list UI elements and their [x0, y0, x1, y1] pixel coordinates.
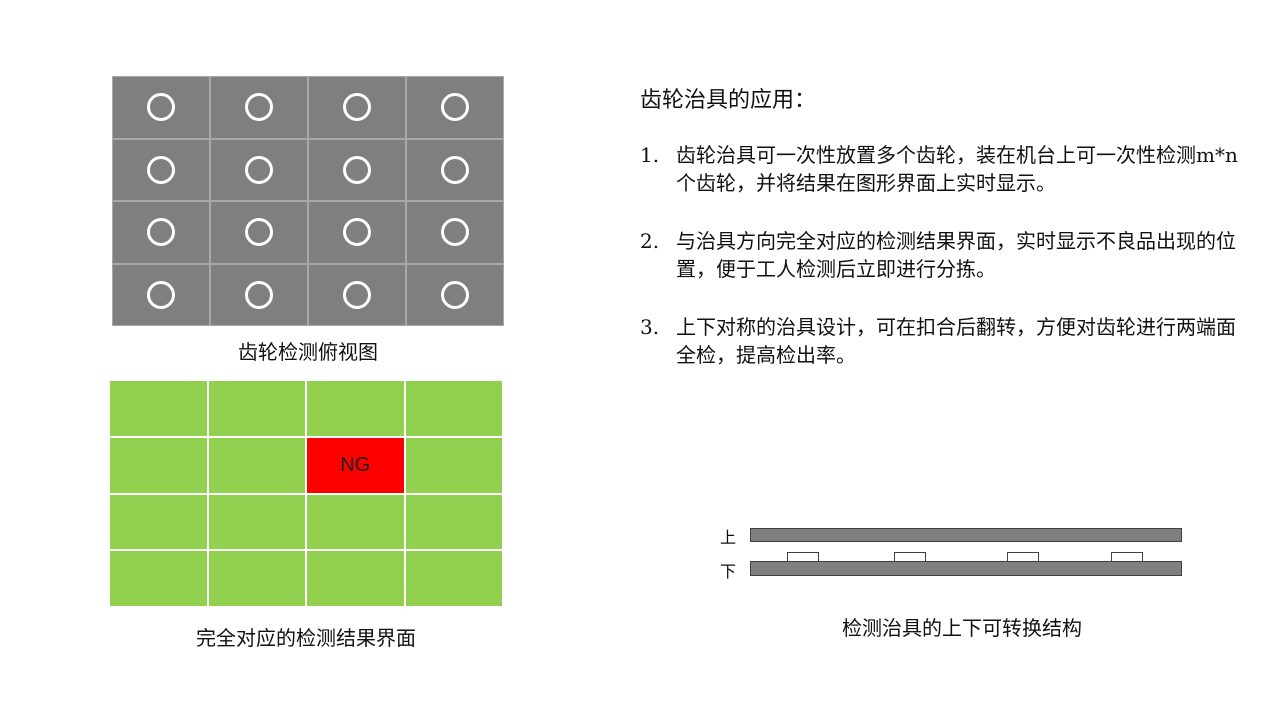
result-cell-ok: [307, 494, 404, 550]
gear-ring-icon: [441, 93, 469, 122]
gear-slot: [112, 76, 210, 139]
result-cell-ok: [307, 551, 404, 606]
gear-slot: [210, 201, 308, 264]
gear-ring-icon: [343, 155, 371, 184]
gear-ring-icon: [147, 155, 175, 184]
gear-slot: [210, 263, 308, 326]
item-text: 与治具方向完全对应的检测结果界面，实时显示不良品出现的位置，便于工人检测后立即进…: [676, 229, 1236, 281]
fixture-tooth: [1007, 552, 1039, 562]
gear-slot: [308, 263, 406, 326]
gear-slot: [210, 76, 308, 139]
result-grid: NG: [110, 381, 502, 606]
result-cell-ok: [110, 381, 207, 436]
gear-ring-icon: [441, 280, 469, 309]
top-view-caption: 齿轮检测俯视图: [238, 340, 378, 364]
gear-ring-icon: [147, 93, 175, 122]
result-cell-ok: [405, 494, 502, 550]
result-caption: 完全对应的检测结果界面: [196, 626, 416, 650]
gear-ring-icon: [441, 218, 469, 247]
gear-ring-icon: [147, 218, 175, 247]
gear-ring-icon: [245, 93, 273, 122]
gear-slot: [210, 138, 308, 201]
upper-label: 上: [720, 528, 737, 547]
lower-fixture-bar: [750, 561, 1182, 576]
gear-ring-icon: [441, 155, 469, 184]
upper-fixture-bar: [750, 528, 1182, 542]
gear-slot: [308, 76, 406, 139]
gear-slot: [406, 263, 504, 326]
list-item: 3. 上下对称的治具设计，可在扣合后翻转，方便对齿轮进行两端面全检，提高检出率。: [640, 313, 1240, 369]
lower-label: 下: [720, 562, 737, 581]
result-cell-ok: [208, 551, 305, 606]
gear-slot: [112, 263, 210, 326]
result-cell-ok: [110, 494, 207, 550]
item-number: 3.: [640, 315, 660, 339]
gear-ring-icon: [343, 218, 371, 247]
item-number: 1.: [640, 143, 660, 167]
gear-ring-icon: [245, 218, 273, 247]
info-title: 齿轮治具的应用：: [640, 88, 817, 113]
fixture-tooth: [894, 552, 926, 562]
list-item: 2. 与治具方向完全对应的检测结果界面，实时显示不良品出现的位置，便于工人检测后…: [640, 227, 1240, 283]
result-cell-ok: [208, 381, 305, 436]
gear-ring-icon: [343, 93, 371, 122]
result-cell-ok: [405, 551, 502, 606]
list-item: 1. 齿轮治具可一次性放置多个齿轮，装在机台上可一次性检测m*n个齿轮，并将结果…: [640, 141, 1240, 197]
fixture-caption: 检测治具的上下可转换结构: [842, 616, 1082, 640]
result-cell-ok: [405, 381, 502, 436]
gear-top-view-grid: [112, 76, 504, 326]
result-cell-ok: [405, 437, 502, 493]
fixture-tooth: [787, 552, 819, 562]
gear-slot: [112, 201, 210, 264]
result-cell-ok: [208, 437, 305, 493]
result-cell-ok: [110, 551, 207, 606]
item-number: 2.: [640, 229, 660, 253]
gear-slot: [112, 138, 210, 201]
result-cell-ok: [208, 494, 305, 550]
result-cell-ok: [307, 381, 404, 436]
item-text: 齿轮治具可一次性放置多个齿轮，装在机台上可一次性检测m*n个齿轮，并将结果在图形…: [676, 143, 1238, 195]
gear-slot: [406, 76, 504, 139]
gear-ring-icon: [245, 155, 273, 184]
gear-slot: [406, 201, 504, 264]
result-cell-ok: [110, 437, 207, 493]
gear-ring-icon: [147, 280, 175, 309]
gear-slot: [308, 138, 406, 201]
result-cell-ng: NG: [307, 437, 404, 493]
gear-slot: [406, 138, 504, 201]
fixture-tooth: [1111, 552, 1143, 562]
item-text: 上下对称的治具设计，可在扣合后翻转，方便对齿轮进行两端面全检，提高检出率。: [676, 315, 1236, 367]
gear-slot: [308, 201, 406, 264]
gear-ring-icon: [245, 280, 273, 309]
gear-ring-icon: [343, 280, 371, 309]
